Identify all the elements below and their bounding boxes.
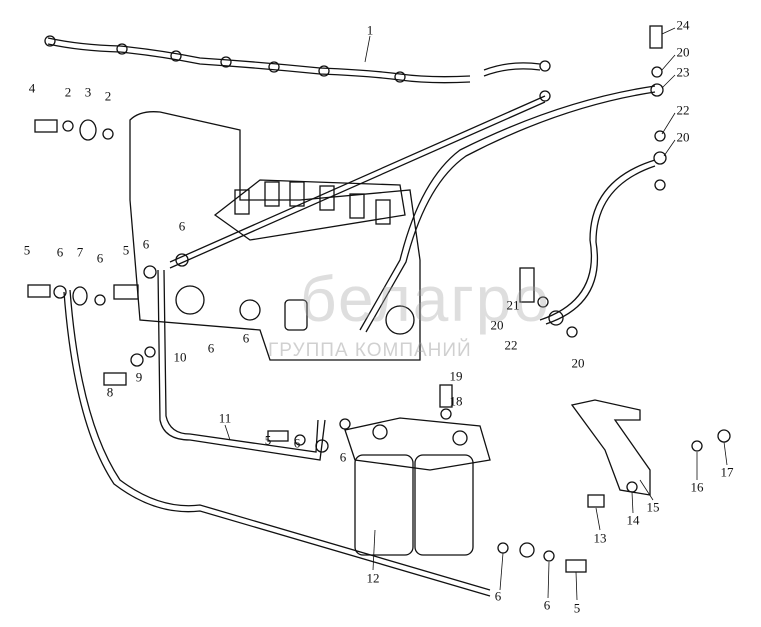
callout-label: 15 (646, 499, 660, 515)
callout-label: 1 (366, 22, 374, 38)
fuel-filter (344, 417, 491, 556)
bracket (570, 399, 651, 496)
watermark-subtitle: ГРУППА КОМПАНИЙ (268, 340, 472, 361)
callout-label: 20 (676, 44, 690, 60)
callout-label: 5 (122, 242, 130, 258)
pump-elements (234, 181, 391, 225)
callout-label: 10 (173, 349, 187, 365)
callout-label: 6 (242, 330, 250, 346)
callout-label: 23 (676, 64, 690, 80)
leader-lines (224, 27, 728, 601)
callout-label: 5 (23, 242, 31, 258)
callout-label: 24 (676, 17, 690, 33)
callout-label: 11 (218, 410, 232, 426)
callout-label: 6 (142, 236, 150, 252)
callout-label: 5 (264, 432, 272, 448)
callout-label: 7 (76, 244, 84, 260)
callout-label: 12 (366, 570, 380, 586)
callout-label: 5 (573, 600, 581, 616)
callout-label: 8 (106, 384, 114, 400)
callout-label: 2 (104, 88, 112, 104)
callout-label: 13 (593, 530, 607, 546)
callout-label: 9 (135, 369, 143, 385)
callout-label: 6 (178, 218, 186, 234)
callout-label: 6 (56, 244, 64, 260)
callout-label: 6 (494, 588, 502, 604)
callout-label: 21 (506, 297, 520, 313)
pump-body (129, 111, 421, 361)
banjo-fittings (44, 35, 551, 102)
callout-label: 20 (571, 355, 585, 371)
callout-label: 6 (339, 449, 347, 465)
return-line (47, 37, 471, 78)
callout-label: 6 (543, 597, 551, 613)
callout-label: 17 (720, 464, 734, 480)
callout-label: 20 (490, 317, 504, 333)
callout-label: 19 (449, 368, 463, 384)
callout-label: 6 (207, 340, 215, 356)
callout-label: 14 (626, 512, 640, 528)
callout-label: 3 (84, 84, 92, 100)
watermark-brand: белагро (300, 263, 551, 335)
callout-label: 2 (64, 84, 72, 100)
callout-label: 22 (676, 102, 690, 118)
callout-label: 18 (449, 393, 463, 409)
callout-label: 6 (96, 250, 104, 266)
callout-label: 6 (293, 435, 301, 451)
callout-label: 16 (690, 479, 704, 495)
callout-label: 22 (504, 337, 518, 353)
callout-label: 20 (676, 129, 690, 145)
callout-label: 4 (28, 80, 36, 96)
bolts-washers (27, 25, 731, 573)
